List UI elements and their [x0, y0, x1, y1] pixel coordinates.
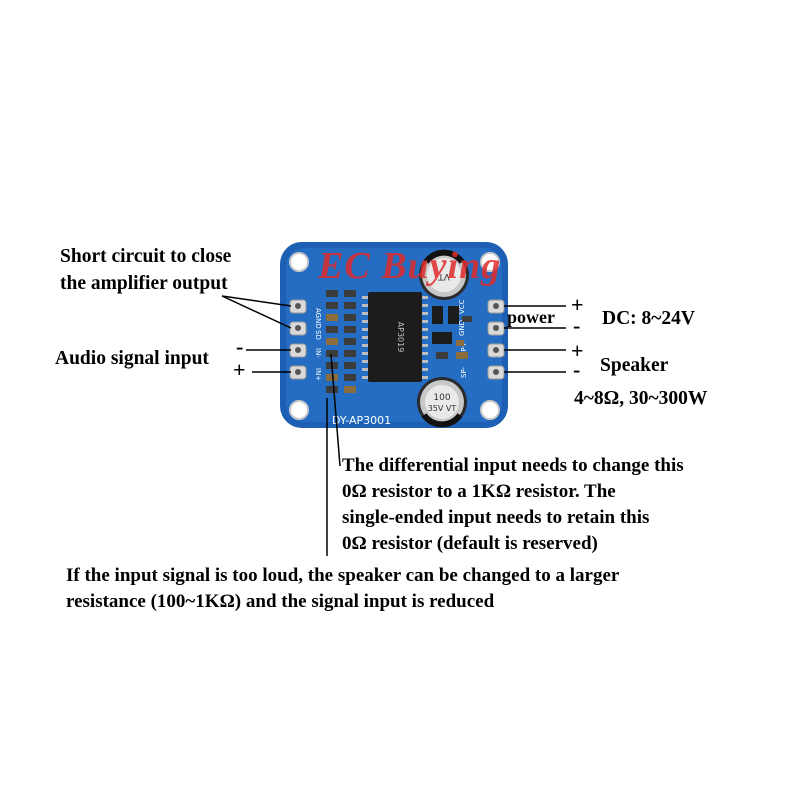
differential-note-line2: 0Ω resistor to a 1KΩ resistor. The	[342, 481, 616, 502]
smd-components-right	[432, 306, 472, 359]
mounting-hole	[480, 400, 500, 420]
short-circuit-label-line2: the amplifier output	[60, 273, 228, 294]
chip-marking: AP3019	[396, 322, 405, 353]
annotation-lines	[221, 295, 566, 556]
pin-label-in-minus: IN-	[314, 348, 322, 358]
pin-label-in-plus: IN+	[314, 368, 322, 381]
mounting-hole	[480, 252, 500, 272]
board-model-label: DY-AP3001	[332, 414, 391, 427]
speaker-spec-label: 4~8Ω, 30~300W	[574, 388, 708, 409]
power-minus-sign: -	[573, 313, 581, 338]
pin-label-sp-plus: SP+	[460, 341, 468, 356]
loud-signal-note-line2: resistance (100~1KΩ) and the signal inpu…	[66, 591, 495, 612]
right-pin-pads	[487, 299, 505, 380]
pin-label-sp-minus: SP-	[460, 366, 468, 378]
capacitor-bottom-value: 100	[433, 393, 450, 403]
power-plus-sign: +	[571, 292, 584, 317]
speaker-label: Speaker	[600, 355, 669, 376]
mounting-hole	[289, 400, 309, 420]
short-circuit-label: Short circuit to close	[60, 246, 232, 267]
speaker-plus-sign: +	[571, 338, 584, 363]
differential-note-line3: single-ended input needs to retain this	[342, 507, 650, 528]
capacitor-bottom: 100 35V VT	[417, 377, 467, 428]
capacitor-top: VT	[419, 249, 469, 300]
audio-minus-sign: -	[236, 334, 244, 359]
pin-label-agnd: AGND	[314, 308, 322, 329]
capacitor-top-label: VT	[438, 271, 450, 281]
loud-signal-note-line1: If the input signal is too loud, the spe…	[66, 565, 620, 586]
differential-note-line1: The differential input needs to change t…	[342, 455, 684, 476]
capacitor-bottom-voltage: 35V VT	[428, 404, 457, 413]
watermark-logo: EC Buying	[318, 245, 502, 287]
amplifier-chip: AP3019	[362, 292, 428, 382]
power-label: power	[507, 307, 555, 327]
speaker-minus-sign: -	[573, 357, 581, 382]
differential-note-line4: 0Ω resistor (default is reserved)	[342, 533, 598, 554]
audio-plus-sign: +	[233, 357, 246, 382]
left-pin-pads	[289, 299, 307, 380]
dc-voltage-label: DC: 8~24V	[602, 308, 696, 329]
pin-label-gnd: GND	[458, 320, 466, 336]
pin-label-vcc: VCC	[458, 299, 466, 314]
mounting-hole	[289, 252, 309, 272]
audio-input-label: Audio signal input	[55, 348, 209, 369]
pin-label-sd: SD	[314, 330, 322, 340]
